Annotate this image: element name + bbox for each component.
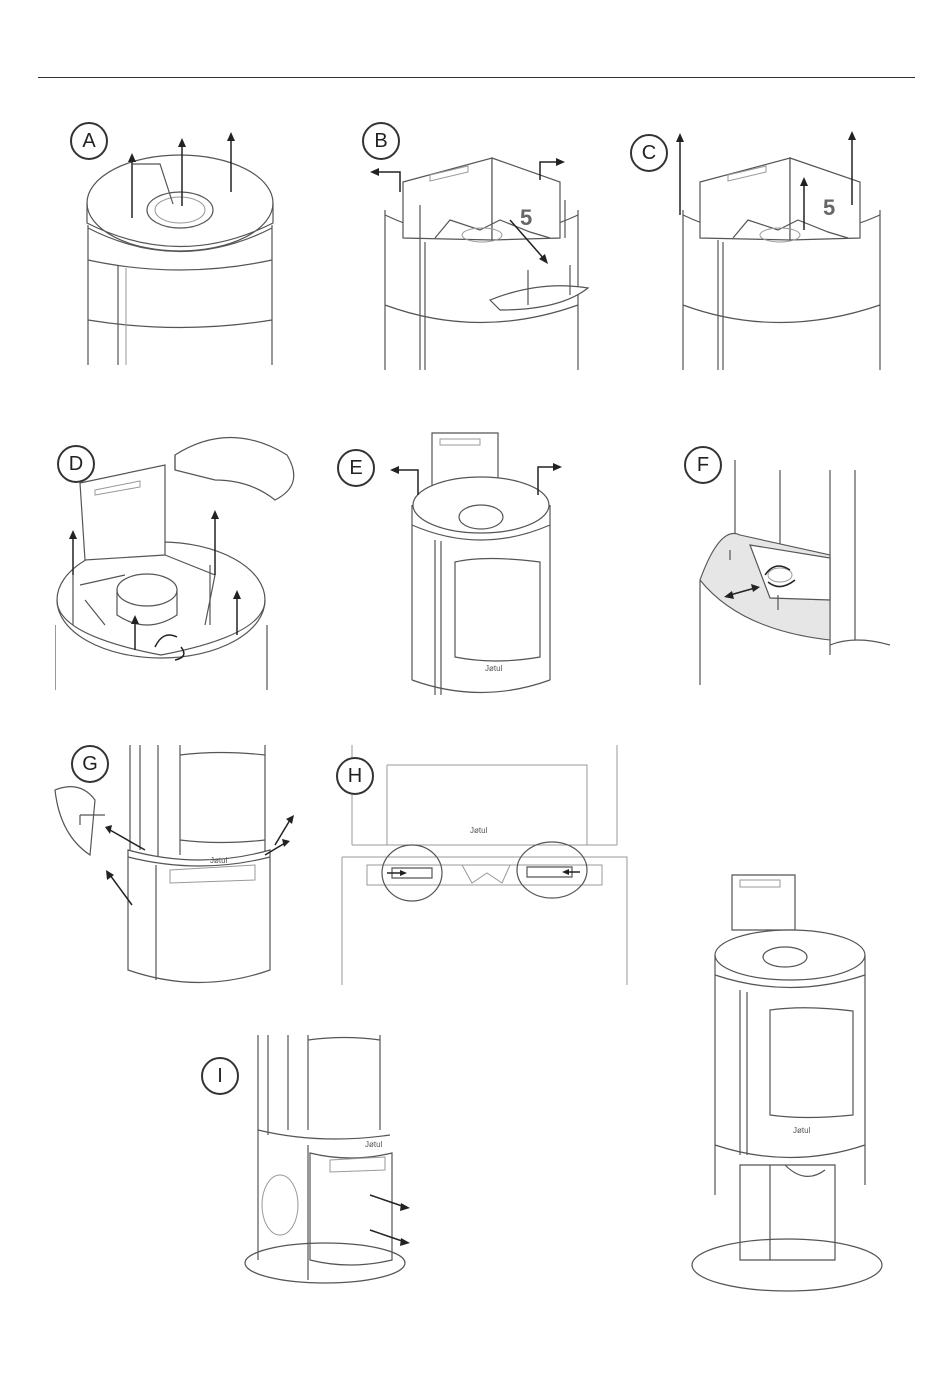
figure-assembled: Jøtul (675, 865, 895, 1295)
figure-b: 5 B (360, 120, 600, 370)
header-rule (38, 77, 915, 78)
figure-label-c: C (630, 134, 668, 172)
figure-e: Jøtul E (335, 425, 585, 695)
brand-mark-i: Jøtul (365, 1140, 383, 1149)
figure-label-i: I (201, 1057, 239, 1095)
figure-i: Jøtul I (200, 1035, 420, 1285)
figure-f: F (680, 440, 890, 685)
figure-h: Jøtul H (332, 745, 638, 985)
figure-g: Jøtul G (50, 745, 310, 990)
figure-label-g: G (71, 745, 109, 783)
figure-d: D (55, 425, 315, 690)
figure-c: 5 C (628, 120, 888, 370)
figure-label-a: A (70, 122, 108, 160)
figure-label-d: D (57, 445, 95, 483)
figure-label-f: F (684, 446, 722, 484)
figure-a: A (60, 120, 300, 365)
figure-label-b: B (362, 122, 400, 160)
brand-mark-h: Jøtul (470, 826, 488, 835)
figure-label-e: E (337, 449, 375, 487)
brand-mark-e: Jøtul (485, 664, 503, 673)
brand-mark-assembled: Jøtul (793, 1126, 811, 1135)
stamped-number: 5 (520, 205, 532, 230)
figure-label-h: H (336, 757, 374, 795)
stamped-number-c: 5 (823, 195, 835, 220)
brand-mark-g: Jøtul (210, 856, 228, 865)
